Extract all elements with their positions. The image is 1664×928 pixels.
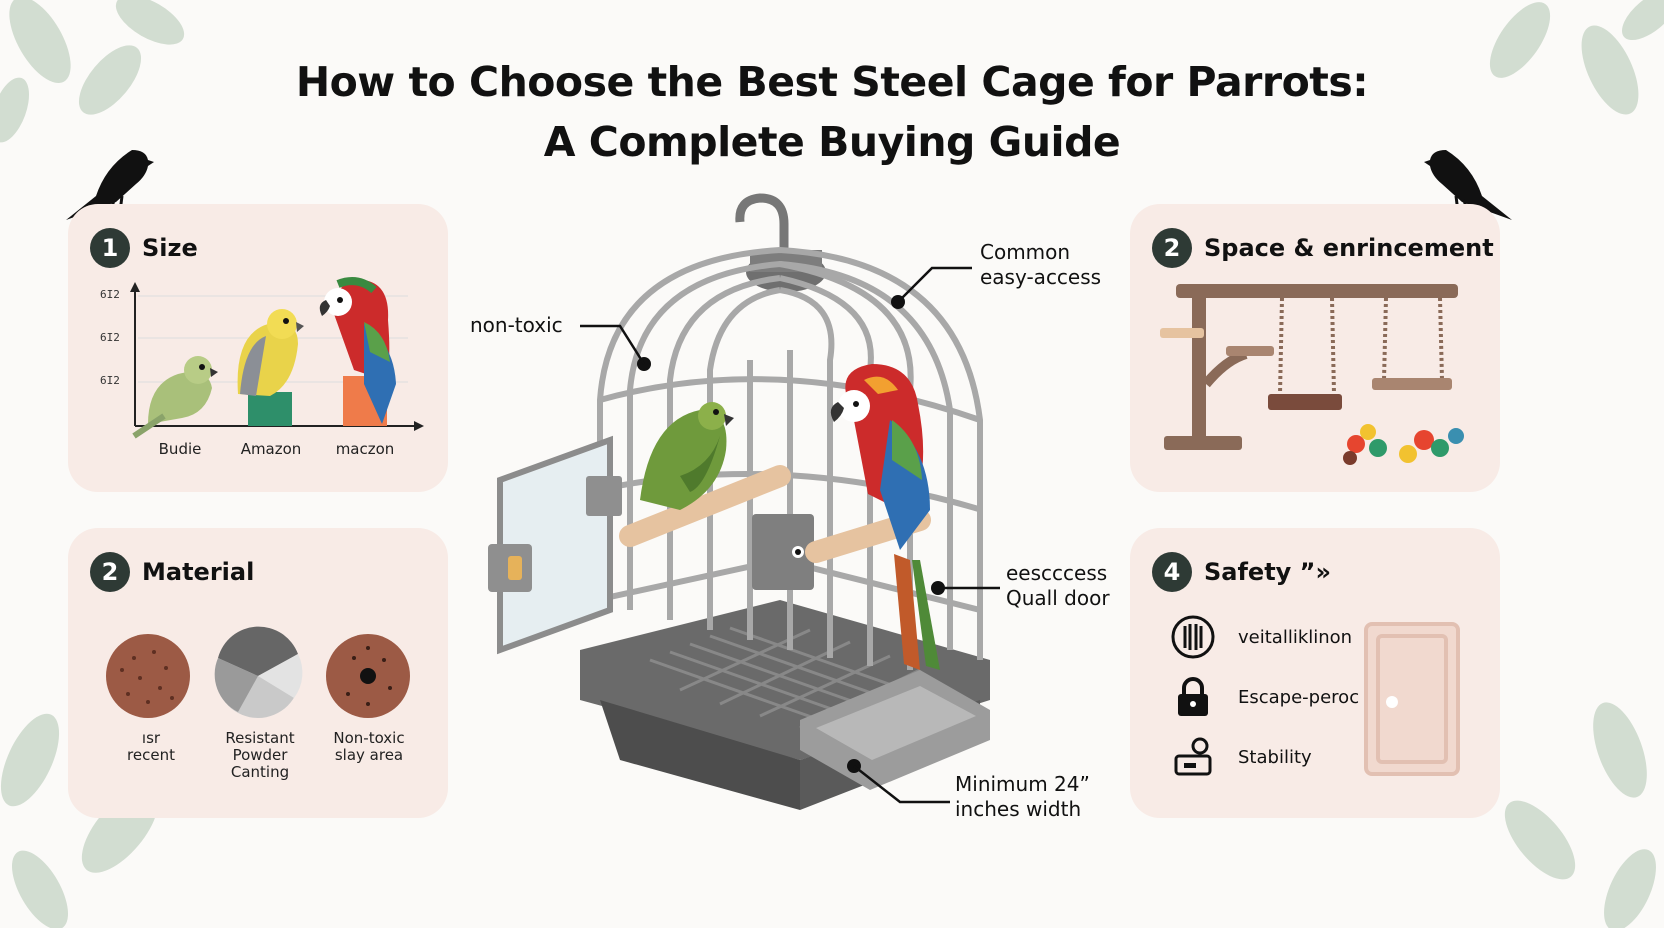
bird-label-amazon: Amazon [240, 440, 302, 458]
size-card-title: Size [142, 234, 198, 262]
green-parrot-icon [640, 402, 734, 510]
safety-row-stability: Stability [1170, 734, 1312, 780]
leaf-decoration-bottom-right [1504, 702, 1656, 928]
material-swatches [106, 626, 410, 718]
macaw-in-cage-icon [830, 364, 940, 670]
safety-label-escape-proof: Escape-peroc [1238, 686, 1360, 708]
swing-icon [1268, 297, 1342, 410]
space-card-title: Space & enrincement [1204, 234, 1494, 262]
safety-row-escape-proof: Escape-peroc [1170, 674, 1359, 720]
callout-common-easy-access: Common easy-access [980, 240, 1102, 289]
material-label-1: ısr recent [127, 729, 175, 764]
powder-coating-swatch-icon [214, 626, 303, 718]
amazon-parrot-icon [237, 309, 304, 426]
size-card: 1 Size [68, 204, 448, 492]
bird-label-macaw: maczon [335, 440, 395, 458]
steel-cage-illustration [488, 193, 1000, 810]
callout-minimum-width: Minimum 24” inches width [955, 772, 1090, 821]
safety-card-header: 4 Safety ”» [1152, 552, 1331, 592]
ventilation-icon [1171, 615, 1215, 659]
safety-card-title: Safety ”» [1204, 558, 1331, 586]
size-chart [130, 277, 424, 439]
size-number-badge: 1 [90, 228, 130, 268]
leaf-decoration-top-left [0, 0, 185, 143]
budgie-icon [132, 356, 218, 439]
callout-non-toxic: non-toxic [470, 313, 563, 337]
material-card-title: Material [142, 558, 255, 586]
safety-number-badge: 4 [1152, 552, 1192, 592]
lock-icon [1178, 677, 1208, 716]
material-card-header: 2 Material [90, 552, 254, 592]
callout-quall-door: eescccess Quall door [1006, 561, 1110, 610]
material-label-2: Resistant Powder Canting [225, 729, 295, 781]
material-label-3: Non-toxic slay area [333, 729, 405, 764]
y-tick-1: 6I2 [100, 288, 120, 301]
perch-and-swings-illustration [1160, 284, 1464, 465]
leaf-decoration-top-right [1489, 0, 1664, 115]
safety-card: 4 Safety ”» veitalliklinon Escape-peroc … [1130, 528, 1500, 818]
stability-icon [1174, 737, 1212, 776]
y-tick-3: 6I2 [100, 374, 120, 387]
material-number-badge: 2 [90, 552, 130, 592]
size-card-header: 1 Size [90, 228, 198, 268]
title-line-2: A Complete Buying Guide [543, 118, 1121, 166]
safety-row-ventilation: veitalliklinon [1170, 614, 1352, 660]
page-title: How to Choose the Best Steel Cage for Pa… [0, 52, 1664, 172]
y-tick-2: 6I2 [100, 331, 120, 344]
swing-icon-2 [1372, 297, 1452, 390]
door-icon [1364, 622, 1460, 776]
title-line-1: How to Choose the Best Steel Cage for Pa… [295, 58, 1369, 106]
space-number-badge: 2 [1152, 228, 1192, 268]
safety-label-ventilation: veitalliklinon [1238, 626, 1353, 648]
toys-icon [1343, 424, 1464, 465]
safety-label-stability: Stability [1238, 746, 1312, 768]
bird-label-budgie: Budie [158, 440, 202, 458]
rust-swatch-icon [106, 634, 190, 718]
space-card: 2 Space & enrincement [1130, 204, 1500, 492]
non-toxic-swatch-icon [326, 634, 410, 718]
macaw-icon [319, 277, 396, 426]
material-card: 2 Material ısr recent Resistant [68, 528, 448, 818]
space-card-header: 2 Space & enrincement [1152, 228, 1494, 268]
